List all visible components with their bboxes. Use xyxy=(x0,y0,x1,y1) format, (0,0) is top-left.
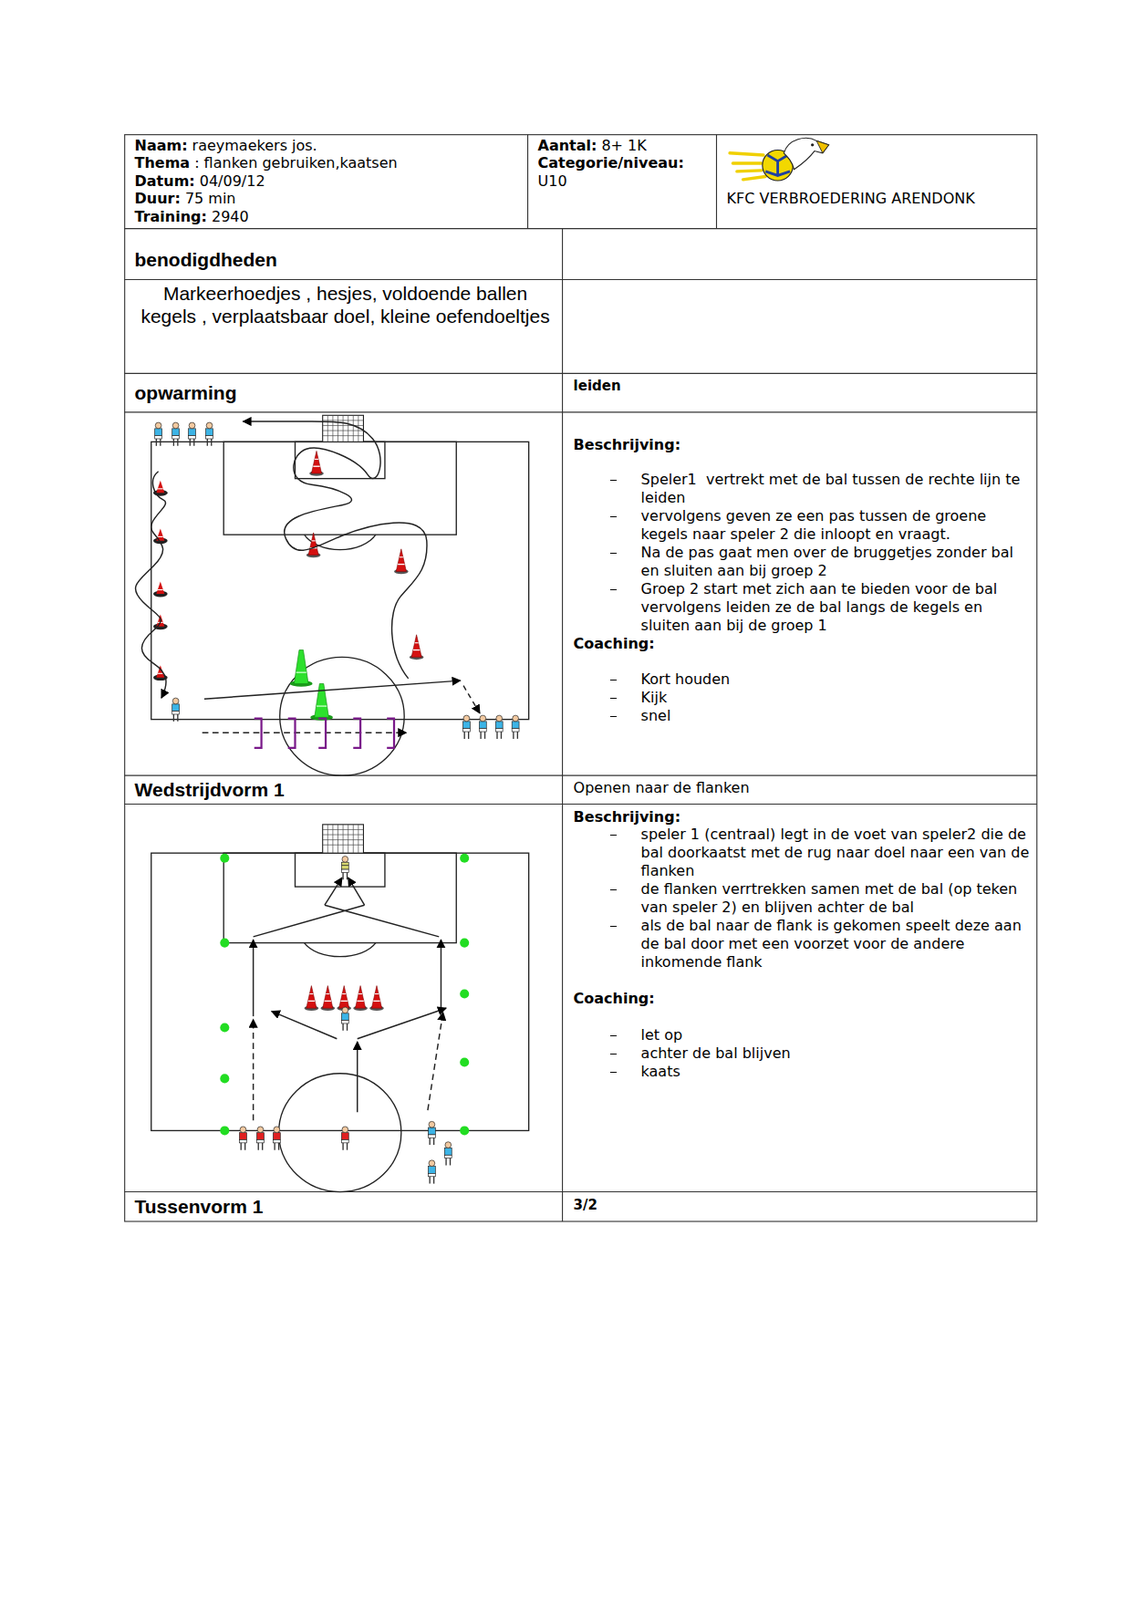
header-group-box: Aantal:8+ 1KCategorie/niveau:U10 xyxy=(528,135,717,229)
cell-text: Beschrijving: xyxy=(573,436,1030,455)
header-info-box: Naam:raeymaekers jos.Thema: flanken gebr… xyxy=(124,135,529,229)
bullet-text: kaats xyxy=(641,1062,1031,1081)
bullet-text: de flanken verrtrekken samen met de bal … xyxy=(641,880,1031,917)
field-value: : flanken gebruiken,kaatsen xyxy=(194,154,398,172)
materials-box: Markeerhoedjes , hesjes, voldoende balle… xyxy=(124,280,563,374)
bullet-text: vervolgens geven ze een pas tussen de gr… xyxy=(641,507,1031,544)
section-subject: Openen naar de flanken xyxy=(562,775,1038,804)
field-value: 8+ 1K xyxy=(601,136,646,155)
cell-text: Openen naar de flanken xyxy=(573,778,1030,798)
cell-text: Beschrijving: xyxy=(573,808,1030,827)
section-heading: Wedstrijdvorm 1 xyxy=(124,775,563,805)
bullet-text: let op xyxy=(641,1026,1031,1045)
field-label: Thema xyxy=(135,154,191,172)
field-label: Datum: xyxy=(135,172,196,190)
bullet-text: Na de pas gaat men over de bruggetjes zo… xyxy=(641,543,1031,581)
section-heading: opwarming xyxy=(124,373,563,414)
bullet-text: Speler1 vertrekt met de bal tussen de re… xyxy=(641,470,1031,508)
cell-text: U10 xyxy=(538,172,710,191)
cell-text: Wedstrijdvorm 1 xyxy=(135,778,556,801)
cell-text: Coaching: xyxy=(573,989,1030,1008)
bullet-text: snel xyxy=(641,706,1031,726)
field-label: Naam: xyxy=(135,136,188,155)
section-heading: benodigdheden xyxy=(124,228,563,281)
section-subject: 3/2 xyxy=(562,1192,1038,1222)
cell-text: Tussenvorm 1 xyxy=(135,1195,556,1218)
field-value: 75 min xyxy=(185,189,237,208)
bullet-text: als de bal naar de flank is gekomen spee… xyxy=(641,916,1031,972)
cell-text: 3/2 xyxy=(573,1196,1030,1215)
bullet-text: Groep 2 start met zich aan te bieden voo… xyxy=(641,580,1031,635)
field-label: Aantal: xyxy=(538,136,598,155)
bullet-text: speler 1 (centraal) legt in de voet van … xyxy=(641,825,1031,881)
cell-text: opwarming xyxy=(135,382,556,405)
cell-text: benodigdheden xyxy=(135,249,556,271)
description-box: Beschrijving:speler 1 (centraal) legt in… xyxy=(562,804,1038,1193)
field-label: Training: xyxy=(135,207,208,226)
bullet-text: achter de bal blijven xyxy=(641,1044,1031,1063)
club-name-box: KFC VERBROEDERING ARENDONK xyxy=(716,135,1038,229)
cell-text: KFC VERBROEDERING ARENDONK xyxy=(726,189,1030,208)
section-heading: Tussenvorm 1 xyxy=(124,1192,563,1222)
cell-text: Coaching: xyxy=(573,634,1030,654)
cell-text: Categorie/niveau: xyxy=(538,154,710,173)
bullet-text: Kort houden xyxy=(641,670,1031,689)
warmup-field xyxy=(135,415,530,776)
field-label: Duur: xyxy=(135,189,181,208)
table-grid xyxy=(124,135,1038,1222)
match-field xyxy=(151,824,530,1193)
club-logo xyxy=(729,137,830,181)
bullet-text: Kijk xyxy=(641,688,1031,707)
field-value: 2940 xyxy=(211,207,250,226)
cell-text: Markeerhoedjes , hesjes, voldoende balle… xyxy=(135,281,556,328)
description-box: Beschrijving: Speler1 vertrekt met de bal… xyxy=(562,412,1038,776)
section-subject: leiden xyxy=(562,373,1038,414)
cell-text: leiden xyxy=(573,377,1030,395)
field-value: 04/09/12 xyxy=(199,172,266,190)
field-value: raeymaekers jos. xyxy=(192,136,318,155)
